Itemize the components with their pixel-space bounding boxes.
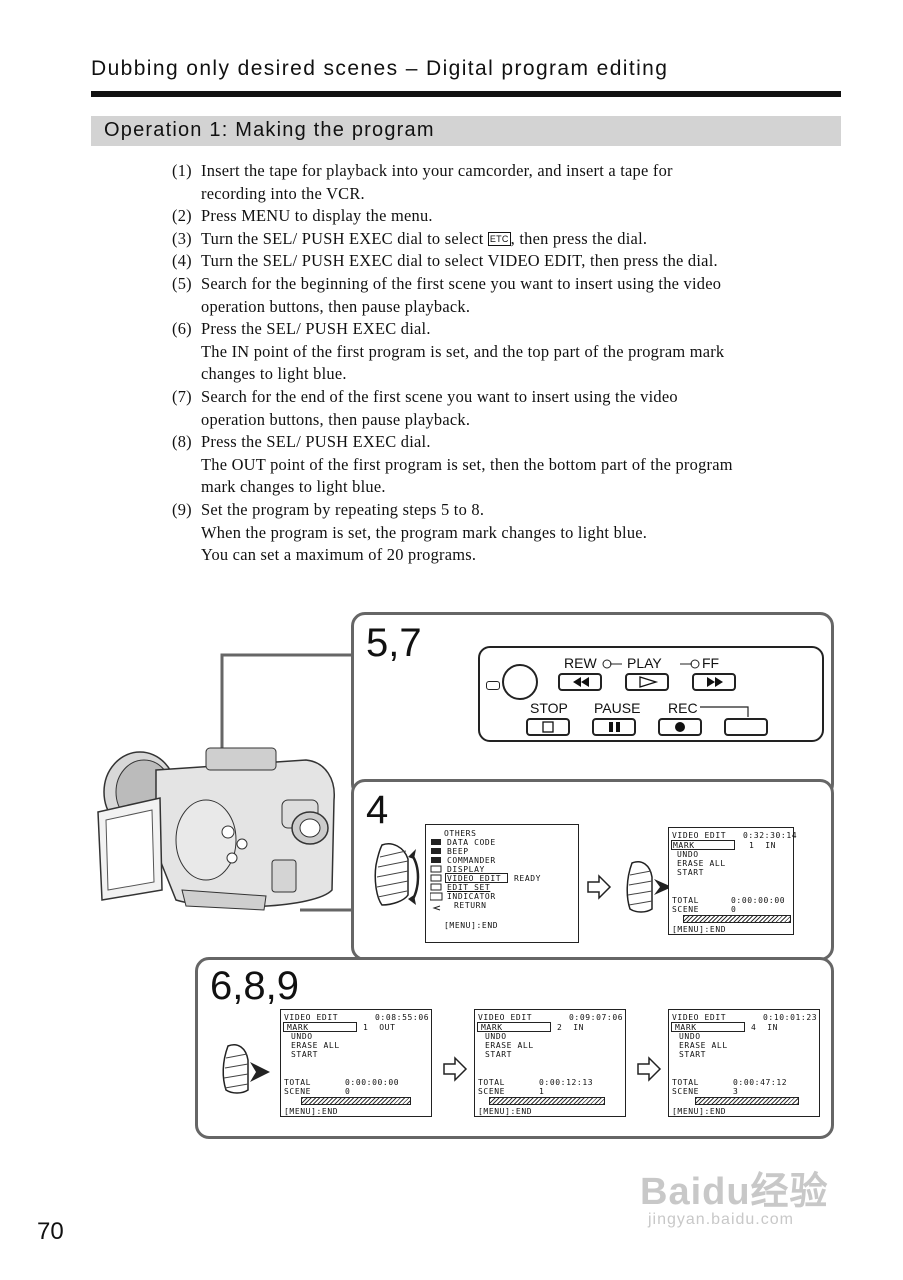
dial-press-icon	[222, 1044, 270, 1094]
step-8: (8)Press the SEL/ PUSH EXEC dial.The OUT…	[172, 432, 733, 497]
search-marks-icon	[602, 659, 700, 669]
page-header-title: Dubbing only desired scenes – Digital pr…	[91, 57, 669, 80]
pause-label: PAUSE	[594, 700, 641, 716]
ff-label: FF	[702, 655, 720, 671]
pause-button[interactable]	[592, 718, 636, 736]
step-1: (1)Insert the tape for playback into you…	[172, 161, 673, 203]
etc-icon: ETC	[487, 231, 511, 246]
indicator-light	[486, 681, 500, 690]
panel-step-label: 5,7	[366, 621, 422, 665]
mark-highlight	[283, 1022, 357, 1032]
step-9: (9)Set the program by repeating steps 5 …	[172, 499, 648, 565]
panel-step-label: 6,8,9	[210, 964, 299, 1008]
play-icon	[639, 676, 659, 688]
menu-screen: OTHERS DATA CODE BEEP COMMANDER DISPLAY …	[425, 824, 579, 943]
video-edit-screen-2: VIDEO EDIT 0:09:07:06 MARK 2 IN UNDO ERA…	[474, 1009, 626, 1117]
step-5: (5)Search for the beginning of the first…	[172, 273, 722, 316]
step-6: (6)Press the SEL/ PUSH EXEC dial.The IN …	[172, 319, 725, 384]
rec-bracket	[700, 706, 749, 717]
step-3: (3)Turn the SEL/ PUSH EXEC dial to selec…	[172, 228, 648, 248]
camcorder-illustration	[97, 747, 335, 911]
rec-label: REC	[668, 700, 698, 716]
mark-highlight	[671, 840, 735, 850]
panel-step-label: 4	[366, 788, 389, 832]
mark-highlight	[477, 1022, 551, 1032]
section-title: Operation 1: Making the program	[104, 119, 435, 141]
stop-button[interactable]	[526, 718, 570, 736]
video-edit-screen-3: VIDEO EDIT 0:10:01:23 MARK 4 IN UNDO ERA…	[668, 1009, 820, 1117]
mark-highlight	[671, 1022, 745, 1032]
step-2: (2)Press MENU to display the menu.	[172, 206, 433, 226]
scene-progress-bar	[489, 1097, 605, 1105]
panel-step-6-8-9: 6,8,9 VIDEO EDIT 0:08:55:06 MARK 1 OUT U…	[195, 957, 834, 1139]
stop-label: STOP	[530, 700, 568, 716]
record-icon	[675, 722, 685, 732]
scene-progress-bar	[301, 1097, 411, 1105]
arrow-right-icon	[637, 1056, 662, 1082]
arrow-right-icon	[443, 1056, 468, 1082]
panel-step-5-7: 5,7 REW PLAY FF STOP PAUSE REC	[351, 612, 834, 798]
video-edit-highlight	[445, 873, 508, 883]
watermark: Baidu经验 jingyan.baidu.com	[640, 1160, 829, 1229]
rec-button[interactable]	[658, 718, 702, 736]
video-edit-screen: VIDEO EDIT 0:32:30:14 MARK 1 IN UNDO ERA…	[668, 827, 797, 935]
video-edit-screen-1: VIDEO EDIT 0:08:55:06 MARK 1 OUT UNDO ER…	[280, 1009, 432, 1117]
watermark-url: jingyan.baidu.com	[648, 1211, 794, 1228]
header-rule	[91, 91, 841, 97]
dial-press-icon	[626, 861, 672, 913]
section-bar	[91, 116, 841, 146]
stop-icon	[542, 721, 554, 733]
fast-forward-icon	[707, 677, 723, 687]
rewind-icon	[573, 677, 589, 687]
page-number: 70	[37, 1218, 64, 1245]
steps-list: (1)Insert the tape for playback into you…	[172, 160, 842, 567]
rew-button[interactable]	[558, 673, 602, 691]
ff-button[interactable]	[692, 673, 736, 691]
arrow-right-icon	[587, 874, 612, 900]
menu-icons	[430, 839, 443, 911]
play-label: PLAY	[627, 655, 662, 671]
watermark-logo-text: Baidu经验	[640, 1171, 829, 1213]
step-7: (7)Search for the end of the first scene…	[172, 386, 678, 429]
scene-progress-bar	[683, 915, 791, 923]
pause-icon	[609, 722, 620, 732]
jog-dial[interactable]	[502, 664, 538, 700]
panel-step-4: 4 OTHERS DATA CODE BEEP COMMANDER DISPLA…	[351, 779, 834, 961]
step-4: (4)Turn the SEL/ PUSH EXEC dial to selec…	[172, 251, 718, 271]
dial-turn-icon	[374, 843, 420, 906]
play-button[interactable]	[625, 673, 669, 691]
scene-progress-bar	[695, 1097, 799, 1105]
vcr-control-panel: REW PLAY FF STOP PAUSE REC	[478, 646, 824, 742]
rew-label: REW	[564, 655, 597, 671]
blank-button[interactable]	[724, 718, 768, 736]
